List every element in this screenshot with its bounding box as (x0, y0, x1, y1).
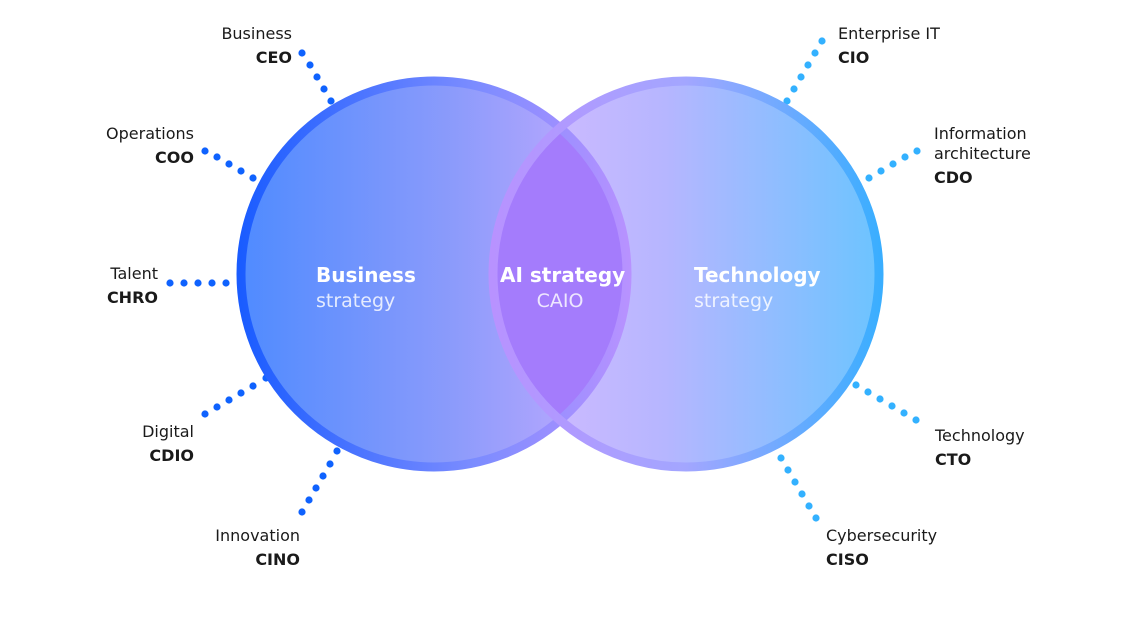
connector-chro (166, 279, 230, 287)
role-cdo-title: CDO (934, 168, 973, 187)
role-chro: Talent CHRO (107, 264, 158, 308)
role-cdo-area-line1: Information (934, 124, 1027, 143)
role-cto: Technology CTO (935, 426, 1025, 470)
connector-coo (201, 147, 257, 182)
role-cio: Enterprise IT CIO (838, 24, 940, 68)
connectors-left (166, 49, 341, 516)
connector-ceo (298, 49, 335, 105)
connector-cto (852, 381, 920, 424)
technology-strategy-label: Technology strategy (694, 262, 821, 314)
role-cto-title: CTO (935, 450, 972, 469)
technology-strategy-subtitle: strategy (694, 290, 774, 312)
role-cdio-title: CDIO (149, 446, 194, 465)
business-circle-ring (236, 76, 632, 472)
role-cdio: Digital CDIO (142, 422, 194, 466)
business-strategy-subtitle: strategy (316, 290, 396, 312)
connector-cdo (865, 147, 921, 182)
role-coo-title: COO (155, 148, 194, 167)
role-coo: Operations COO (106, 124, 194, 168)
connector-cdio (201, 374, 270, 418)
role-ceo-area: Business (221, 24, 292, 43)
role-cino: Innovation CINO (215, 526, 300, 570)
business-strategy-label: Business strategy (316, 262, 416, 314)
business-strategy-title: Business (316, 263, 416, 287)
role-cdo-area-line2: architecture (934, 144, 1031, 163)
role-cino-title: CINO (255, 550, 300, 569)
role-cdio-area: Digital (142, 422, 194, 441)
connectors-right (777, 37, 921, 522)
technology-circle-ring (488, 76, 884, 472)
role-cio-title: CIO (838, 48, 870, 67)
role-ciso-title: CISO (826, 550, 869, 569)
ai-strategy-title: AI strategy (500, 263, 626, 287)
role-ceo-title: CEO (255, 48, 292, 67)
connector-cio (783, 37, 826, 105)
role-ceo: Business CEO (221, 24, 292, 68)
role-cino-area: Innovation (215, 526, 300, 545)
role-cdo: Information architecture CDO (934, 124, 1031, 188)
role-cto-area: Technology (935, 426, 1025, 445)
connector-ciso (777, 454, 820, 522)
ai-strategy-label: AI strategy CAIO (500, 262, 626, 314)
connector-cino (298, 447, 341, 516)
technology-strategy-title: Technology (694, 263, 821, 287)
role-chro-area: Talent (110, 264, 158, 283)
role-chro-title: CHRO (106, 288, 158, 307)
ai-strategy-overlap (493, 81, 627, 467)
role-cio-area: Enterprise IT (838, 24, 940, 43)
role-ciso: Cybersecurity CISO (826, 526, 937, 570)
role-coo-area: Operations (106, 124, 194, 143)
role-ciso-area: Cybersecurity (826, 526, 938, 545)
ai-strategy-subtitle: CAIO (536, 290, 584, 312)
